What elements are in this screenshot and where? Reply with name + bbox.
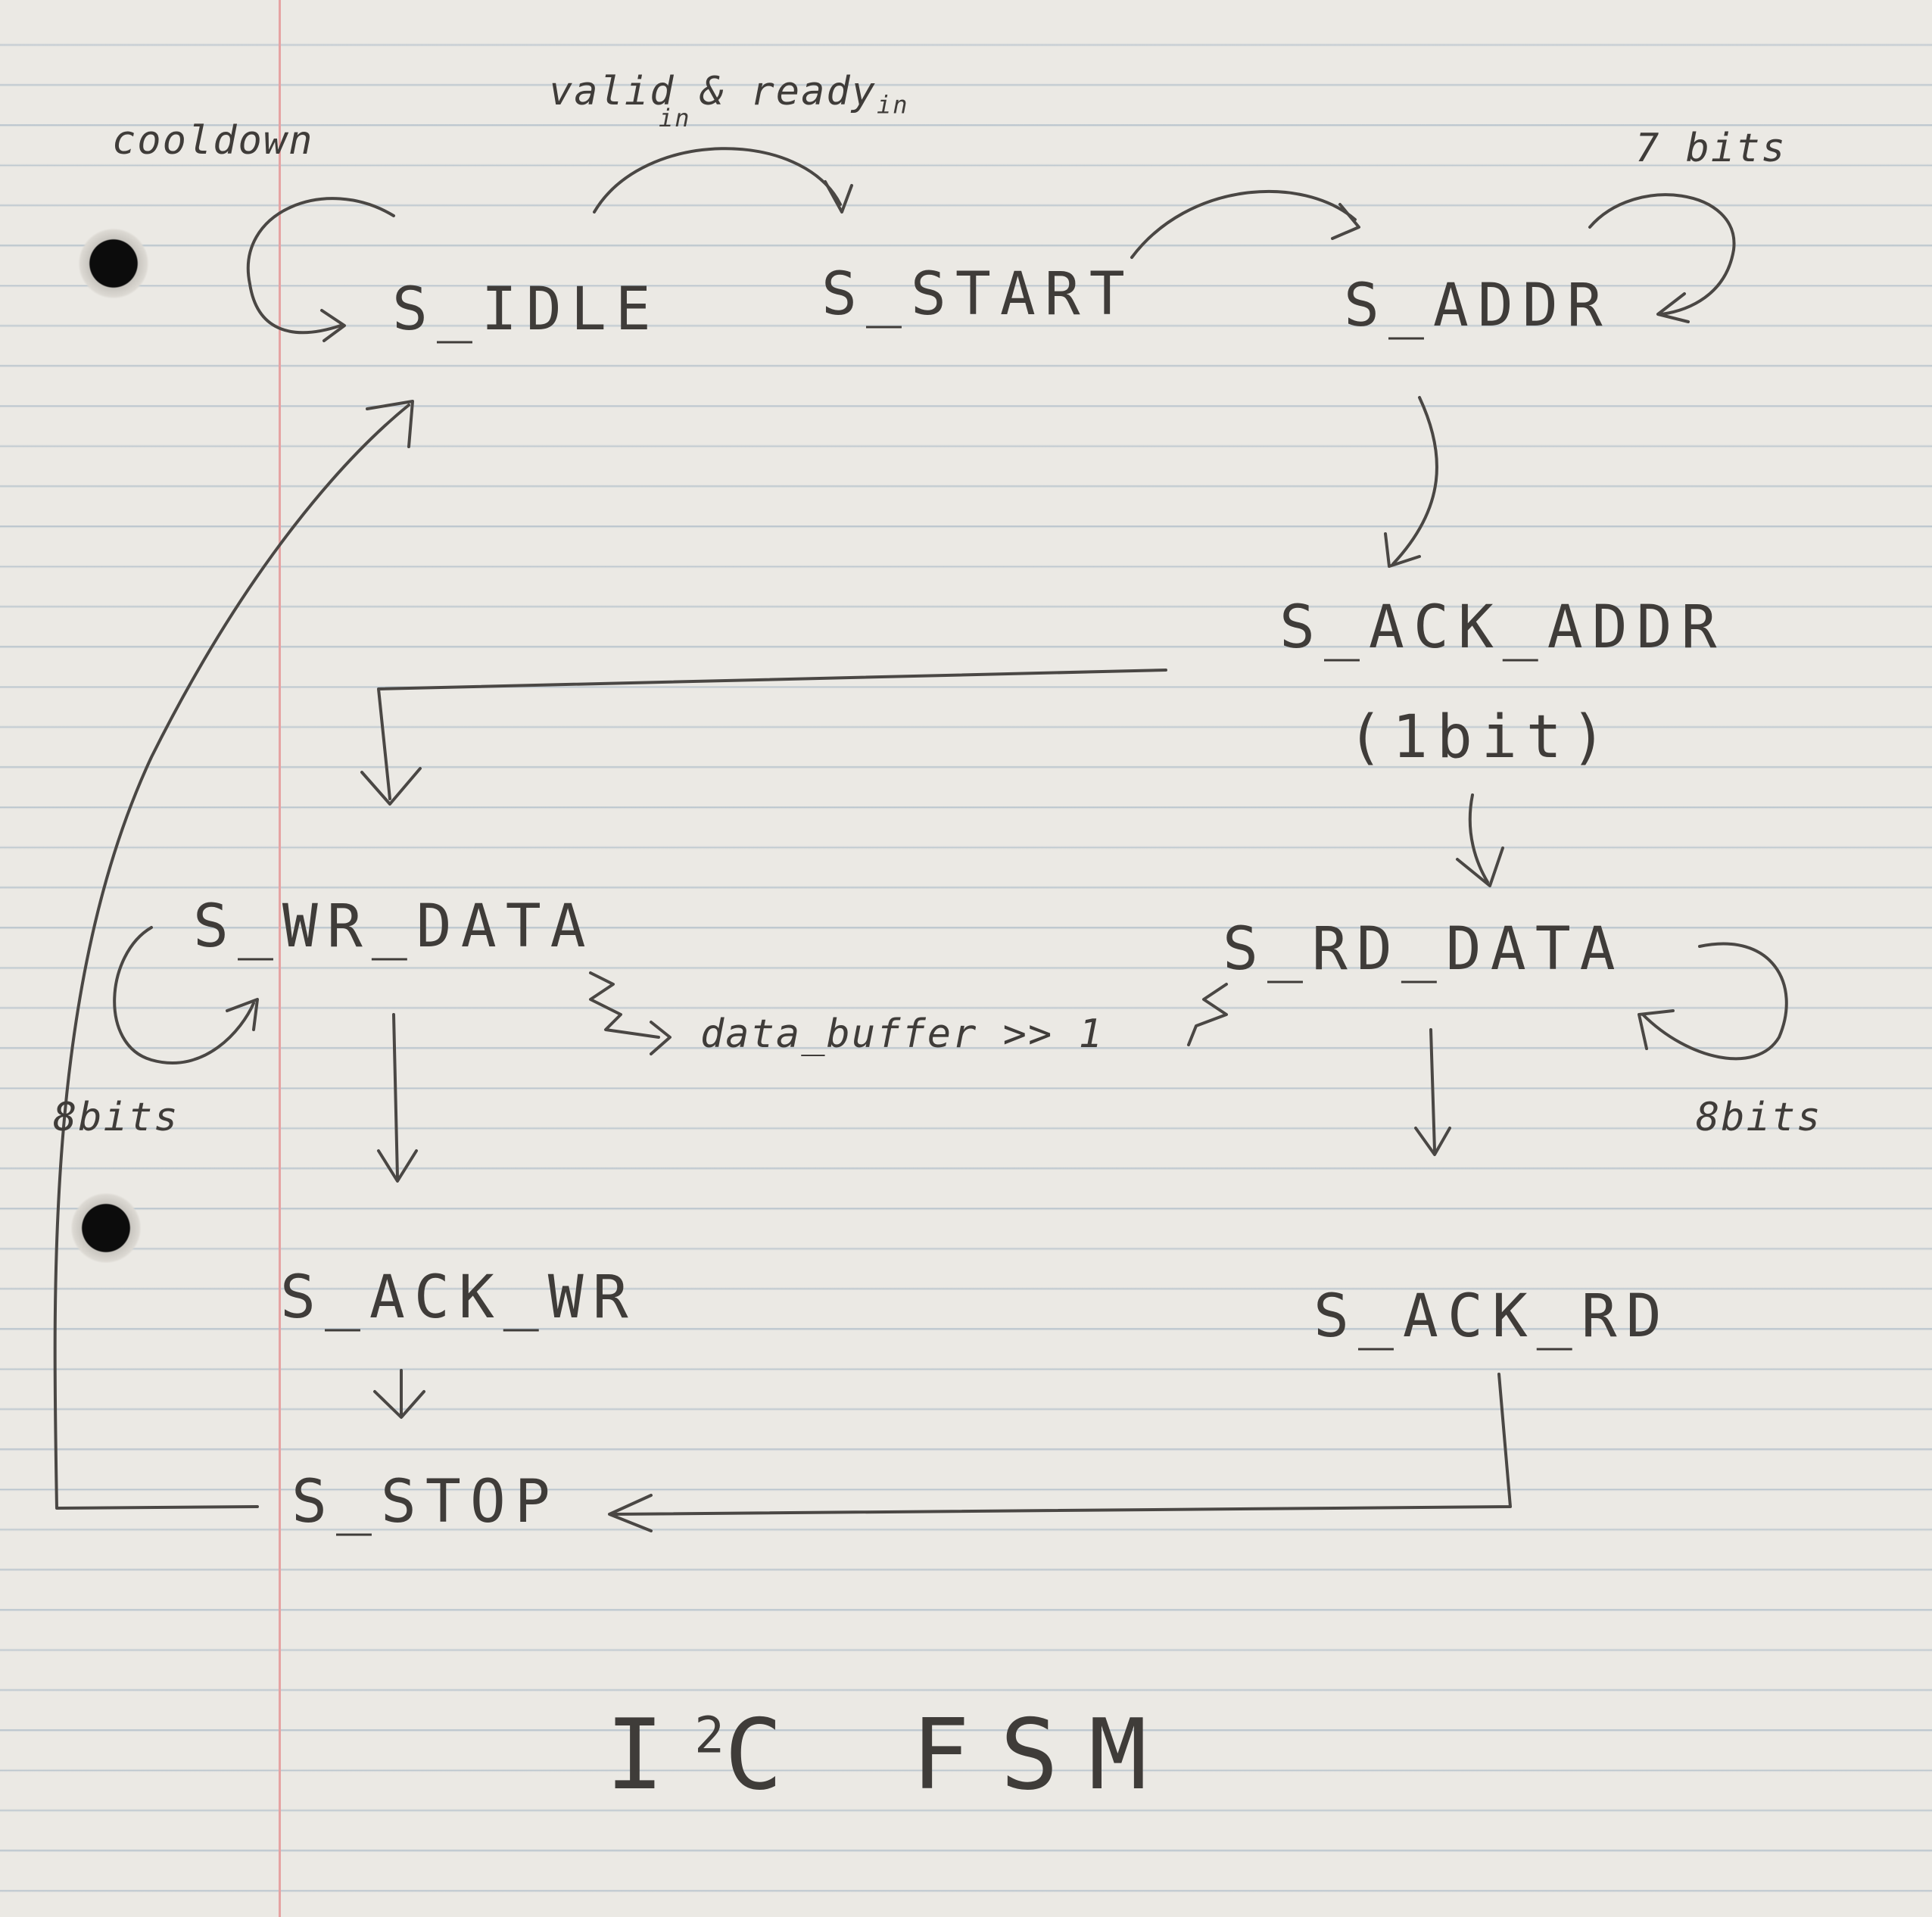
title-c: C xyxy=(724,1699,813,1812)
rd-data-to-ack-rd-arrowhead xyxy=(1414,1127,1451,1156)
wr-bits-label: 8bits xyxy=(53,1095,179,1140)
start-to-addr-arrow xyxy=(1130,189,1357,259)
ack-addr-to-rd-data-arrow xyxy=(1468,793,1489,884)
stop-to-idle-arrowhead xyxy=(366,400,414,448)
rd-data-squiggle xyxy=(1187,983,1228,1046)
ack-rd-to-stop-arrowhead xyxy=(608,1494,653,1532)
loop-wr-data-arrow xyxy=(113,926,255,1064)
state-s-idle: S_IDLE xyxy=(392,276,660,344)
state-s-ack-rd: S_ACK_RD xyxy=(1313,1283,1671,1351)
stop-to-idle-arrow xyxy=(53,404,410,1510)
loop-rd-data-arrow xyxy=(1641,942,1788,1061)
ack-addr-bit-note: (1bit) xyxy=(1348,703,1616,771)
title-superscript: 2 xyxy=(694,1706,724,1765)
start-to-addr-arrowhead xyxy=(1331,203,1360,240)
data-buffer-shift-label: data_buffer >> 1 xyxy=(700,1011,1104,1057)
valid-ready-label: valid & readyin xyxy=(549,72,909,117)
wr-data-to-ack-wr-arrowhead xyxy=(377,1149,418,1183)
binder-hole-bottom xyxy=(68,1190,144,1266)
loop-addr-arrow xyxy=(1588,193,1736,316)
ack-wr-to-stop-arrowhead xyxy=(373,1390,425,1419)
state-s-ack-wr: S_ACK_WR xyxy=(280,1264,637,1332)
rd-bits-label: 8bits xyxy=(1696,1095,1822,1140)
ack-addr-to-wr-data-arrow xyxy=(377,669,1167,800)
title-fsm: FSM xyxy=(911,1699,1178,1812)
state-s-addr: S_ADDR xyxy=(1344,272,1612,340)
binder-hole-top xyxy=(76,226,151,301)
ack-addr-to-wr-data-arrowhead xyxy=(360,767,422,806)
valid-subscript: in xyxy=(659,104,691,132)
state-s-rd-data: S_RD_DATA xyxy=(1223,915,1625,983)
loop-idle-arrowhead xyxy=(320,309,346,342)
loop-addr-arrowhead xyxy=(1656,292,1690,323)
addr-to-ack-addr-arrow xyxy=(1391,396,1438,566)
ack-addr-to-rd-data-arrowhead xyxy=(1456,846,1504,887)
addr-bits-label: 7 bits xyxy=(1635,126,1787,171)
ready-subscript: in xyxy=(877,90,909,120)
cooldown-label: cooldown xyxy=(112,118,314,164)
red-margin-line xyxy=(279,0,281,1917)
wr-data-squiggle xyxy=(589,971,660,1039)
buffer-pointer-arrowhead xyxy=(650,1021,672,1055)
state-s-ack-addr: S_ACK_ADDR xyxy=(1279,594,1726,662)
state-s-start: S_START xyxy=(821,260,1134,329)
title-i: I xyxy=(606,1699,695,1812)
idle-to-start-arrow xyxy=(593,147,842,214)
state-s-stop: S_STOP xyxy=(291,1468,559,1536)
addr-to-ack-addr-arrowhead xyxy=(1384,532,1421,568)
wr-data-to-ack-wr-arrow xyxy=(392,1013,399,1179)
loop-rd-data-arrowhead xyxy=(1638,1009,1675,1050)
rd-data-to-ack-rd-arrow xyxy=(1429,1028,1436,1152)
ack-rd-to-stop-arrow xyxy=(612,1373,1512,1516)
valid-ready-text: valid & ready xyxy=(549,69,877,114)
loop-wr-data-arrowhead xyxy=(226,998,259,1031)
idle-to-start-arrowhead xyxy=(824,180,853,214)
loop-idle-arrow xyxy=(246,197,395,335)
state-s-wr-data: S_WR_DATA xyxy=(193,893,595,961)
